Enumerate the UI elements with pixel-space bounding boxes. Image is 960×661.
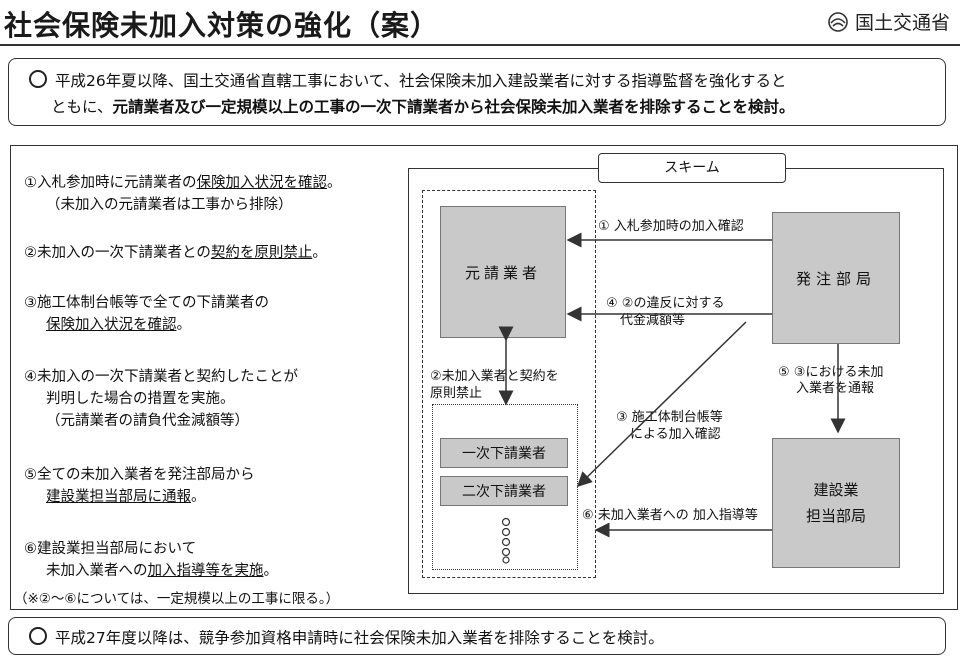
arrow-1-label: ① 入札参加時の加入確認: [598, 219, 744, 234]
measure-4: ④未加入の一次下請業者と契約したことが: [24, 369, 298, 385]
mlit-logo-icon: [828, 11, 848, 32]
arrow-2-label-2: 原則禁止: [430, 386, 483, 401]
arrow-5-label-2: 入業者を通報: [796, 380, 875, 397]
first-subcontractor-box: 一次下請業者: [440, 438, 568, 468]
contractor-group-frame: [422, 190, 596, 578]
arrow-2-label-1: ②未加入業者と契約を: [430, 369, 559, 384]
ministry-label: 国土交通省: [854, 12, 950, 34]
arrow-3-label-2: による加入確認: [630, 427, 721, 442]
measure-1-note: （未加入の元請業者は工事から排除）: [46, 197, 293, 213]
page-title: 社会保険未加入対策の強化（案）: [4, 9, 440, 42]
second-subcontractor-box: 二次下請業者: [440, 476, 568, 506]
summary-line-1: 平成26年夏以降、国土交通省直轄工事において、社会保険未加入建設業者に対する指導…: [29, 69, 787, 91]
arrow-4-label-1: ④ ②の違反に対する: [606, 296, 725, 311]
circle-bullet-icon: [29, 627, 47, 645]
measure-6-cont: 未加入業者への加入指導等を実施。: [46, 563, 278, 579]
measure-5-cont: 建設業担当部局に通報。: [46, 489, 206, 505]
measure-5: ⑤全ての未加入業者を発注部局から: [24, 467, 255, 483]
scheme-label: スキーム: [598, 153, 786, 183]
measure-3-cont: 保険加入状況を確認。: [46, 317, 191, 333]
arrow-5-label-1: ⑤ ③における未加: [778, 364, 884, 381]
summary-line-2: ともに、元請業者及び一定規模以上の工事の一次下請業者から社会保険未加入業者を排除…: [51, 98, 795, 116]
title-divider: [0, 44, 960, 46]
circle-bullet-icon: [29, 70, 47, 88]
footer-line: 平成27年度以降は、競争参加資格申請時に社会保険未加入業者を排除することを検討。: [29, 626, 664, 648]
footnote: （※②～⑥については、一定規模以上の工事に限る。）: [14, 591, 340, 607]
summary-box: 平成26年夏以降、国土交通省直轄工事において、社会保険未加入建設業者に対する指導…: [8, 58, 946, 126]
prime-contractor-box: 元請業者: [440, 206, 566, 338]
measure-3: ③施工体制台帳等で全ての下請業者の: [24, 295, 269, 311]
arrow-3: [576, 321, 747, 488]
measure-4-note: （元請業者の請負代金減額等）: [46, 413, 249, 429]
arrow-3-label-1: ③ 施工体制台帳等: [616, 410, 723, 425]
measure-4-cont: 判明した場合の措置を実施。: [46, 391, 235, 407]
main-frame: [10, 145, 958, 610]
ministry-name: 国土交通省: [827, 8, 950, 35]
measure-6: ⑥建設業担当部局において: [24, 541, 197, 557]
arrow-4-label-2: 代金減額等: [620, 313, 686, 328]
ordering-dept-box: 発注部局: [772, 212, 900, 344]
arrow-6-label: ⑥ 未加入業者への 加入指導等: [582, 508, 758, 523]
measure-1: ①入札参加時に元請業者の保険加入状況を確認。: [24, 175, 342, 191]
footer-box: 平成27年度以降は、競争参加資格申請時に社会保険未加入業者を排除することを検討。: [8, 617, 946, 655]
measure-2: ②未加入の一次下請業者との契約を原則禁止。: [24, 245, 327, 261]
ellipsis-icon: [501, 517, 511, 564]
construction-dept-box: 建設業 担当部局: [772, 438, 900, 568]
